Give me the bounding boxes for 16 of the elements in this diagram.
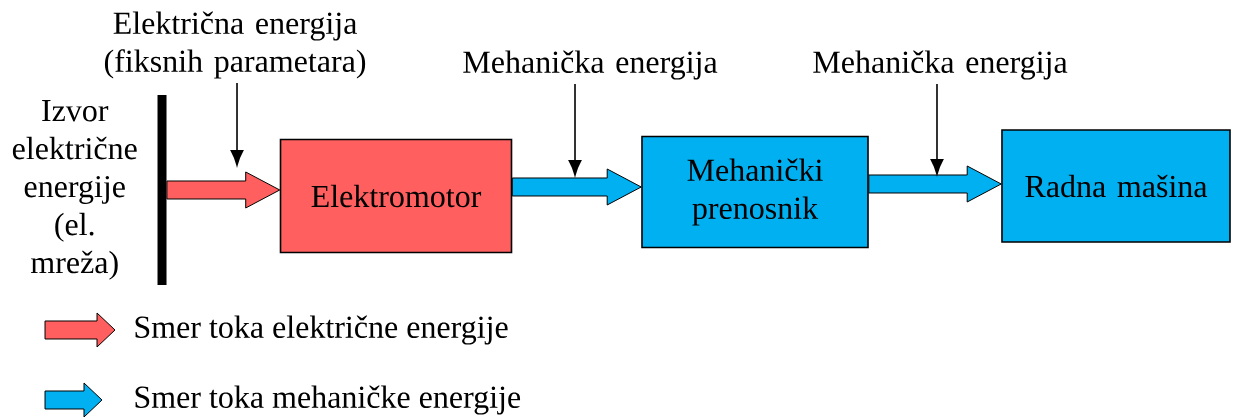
- block-arrow: [868, 165, 1002, 203]
- legend-text: Smer toka električne energije: [135, 315, 508, 345]
- process-box: Elektromotor: [279, 138, 513, 254]
- block-arrow: [511, 168, 642, 206]
- energy-label: Mehanička energija: [813, 50, 1068, 80]
- source-bar: [12, 95, 167, 285]
- leader-arrow: [230, 82, 244, 166]
- leader-arrow: [568, 83, 582, 176]
- block-arrow: [166, 171, 281, 209]
- energy-label: Električna energija (fiksnih parametara): [104, 11, 366, 79]
- leader-arrow: [930, 83, 944, 175]
- source-label: Izvor električne energije (el. mreža): [12, 100, 137, 280]
- process-box: Radna mašina: [1001, 129, 1231, 243]
- energy-label: Mehanička energija: [463, 50, 718, 80]
- legend-text: Smer toka mehaničke energije: [135, 385, 521, 415]
- process-box: Mehanički prenosnik: [641, 135, 869, 249]
